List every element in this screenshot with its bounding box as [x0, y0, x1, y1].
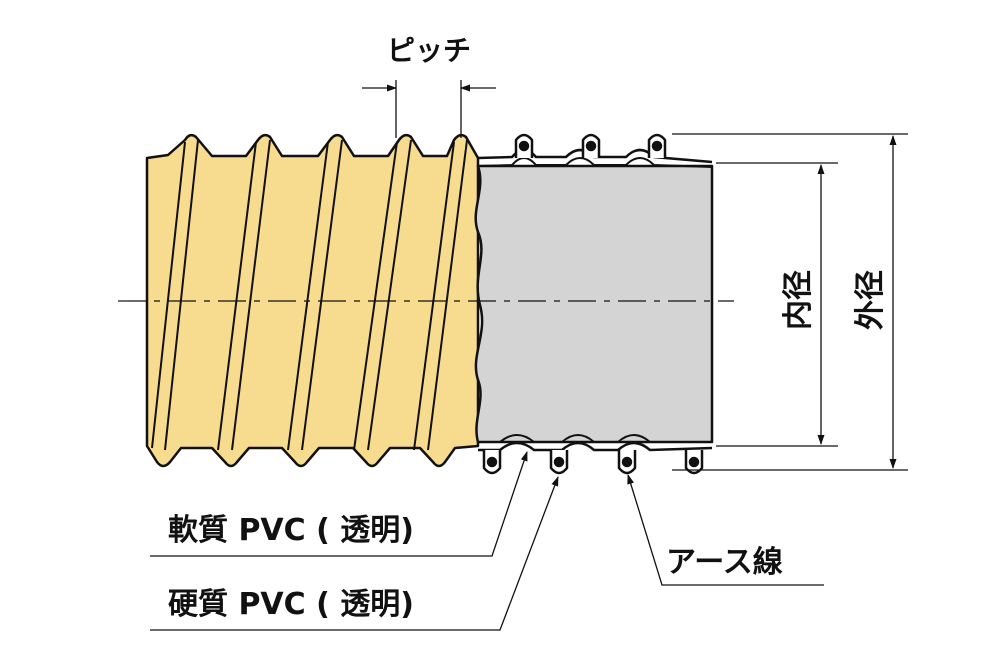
inner-diameter-label: 内径: [781, 270, 816, 330]
earth-wire-label: アース線: [666, 545, 783, 580]
hose-body: [145, 133, 480, 468]
inner-bore: [474, 164, 714, 444]
earth-wire-leader: [627, 474, 824, 586]
diameter-dimensions: [672, 133, 908, 471]
hard-pvc-leader: [150, 476, 559, 631]
pitch-dimension: [362, 80, 496, 138]
bottom-wall-inner: [478, 434, 712, 443]
outer-diameter-label: 外径: [853, 270, 888, 330]
earth-wire-lugs-top: [514, 133, 667, 158]
earth-wire-lugs-bottom: [482, 450, 704, 475]
leader-lines: [150, 451, 824, 631]
soft-pvc-label: 軟質 PVC ( 透明): [168, 513, 414, 548]
helix-ridges: [151, 139, 468, 451]
top-wall-inner: [477, 157, 713, 168]
hose-exterior: [145, 133, 480, 468]
hard-pvc-label: 硬質 PVC ( 透明): [168, 587, 414, 622]
hose-cutaway: [474, 133, 714, 475]
bottom-wall-outer: [478, 441, 713, 452]
pitch-label: ピッチ: [387, 34, 471, 67]
soft-pvc-leader: [150, 451, 528, 557]
